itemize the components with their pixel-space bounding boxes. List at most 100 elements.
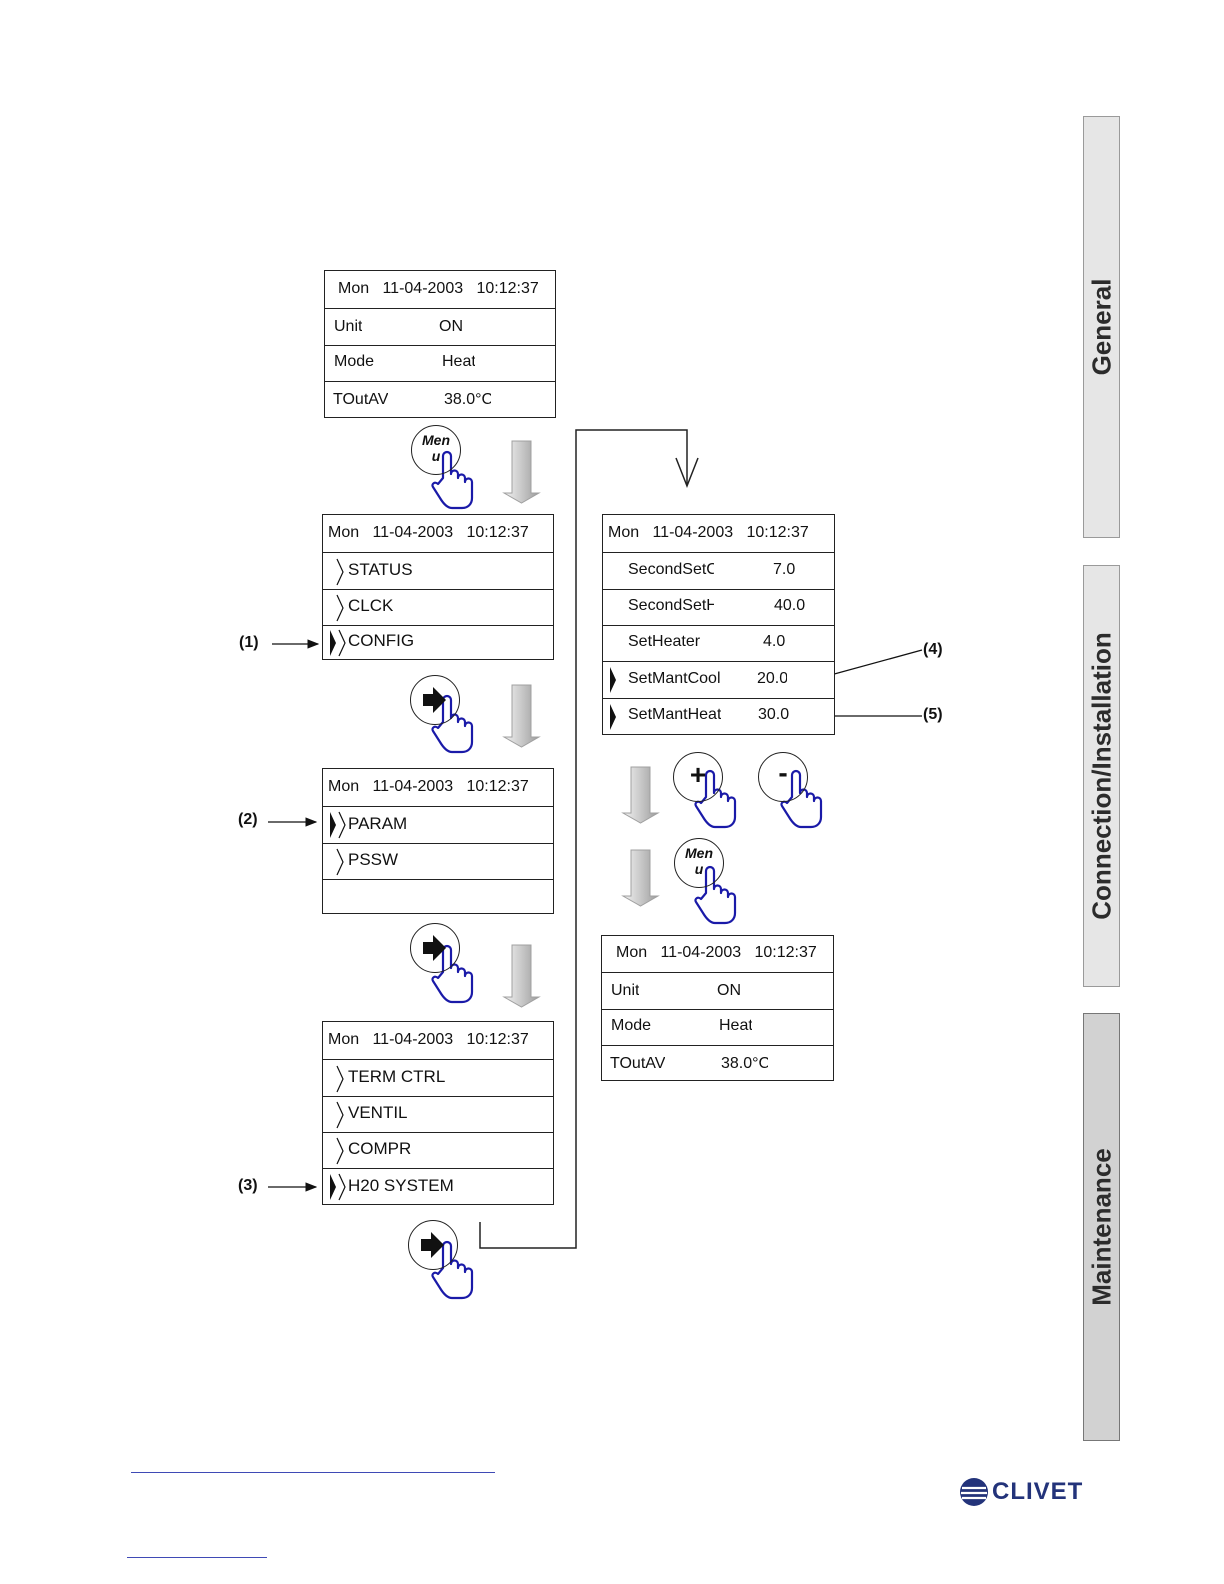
display-row: Mode Heat	[325, 345, 555, 382]
menu-item-label: VENTIL	[348, 1103, 408, 1122]
row-label: Mode	[334, 353, 375, 370]
flow-connector-arrowhead	[675, 457, 699, 489]
row-label: Unit	[334, 318, 363, 335]
brand-logo: CLIVET	[958, 1475, 1083, 1509]
menu-button-label-bottom: u	[694, 861, 704, 877]
param-row: SecondSetC 7.0	[603, 552, 834, 590]
display-header: Mon 11-04-2003 10:12:37	[323, 1022, 553, 1059]
menu-item-selected[interactable]: PARAM	[323, 806, 553, 844]
callout-2: (2)	[238, 811, 258, 828]
flow-connector-line	[479, 429, 688, 1249]
row-value: Heat	[442, 353, 475, 370]
display-header: Mon 11-04-2003 10:12:37	[602, 936, 833, 972]
menu-item[interactable]: PSSW	[323, 843, 553, 880]
menu-button-label-top: Men	[422, 432, 450, 448]
chevron-right-icon	[336, 848, 344, 876]
callout-1: (1)	[239, 634, 259, 651]
display-home-result: Mon 11-04-2003 10:12:37 Unit ON Mode Hea…	[601, 935, 834, 1081]
param-row: SetHeater 4.0	[603, 625, 834, 662]
tab-general[interactable]: General	[1083, 116, 1120, 538]
tab-connection-installation[interactable]: Connection/Installation	[1083, 565, 1120, 987]
row-value: 38.0°C	[444, 391, 491, 408]
datetime-text: Mon 11-04-2003 10:12:37	[608, 524, 809, 541]
row-value: 38.0°C	[721, 1055, 768, 1072]
row-label: TOutAV	[333, 391, 389, 408]
chevron-right-icon	[336, 594, 344, 622]
chevron-right-icon	[336, 558, 344, 586]
arrow-right-icon	[423, 687, 446, 713]
menu-item-label: TERM CTRL	[348, 1067, 446, 1086]
display-row: Unit ON	[325, 308, 555, 346]
tab-general-label: General	[1086, 278, 1116, 376]
row-label: Mode	[611, 1017, 652, 1034]
param-row: SecondSetH 40.0	[603, 589, 834, 626]
param-value: 30.0	[758, 706, 790, 723]
callout-3: (3)	[238, 1177, 258, 1194]
tab-maintenance-label: Maintenance	[1086, 1148, 1116, 1306]
menu-button[interactable]: Men u	[674, 838, 724, 888]
empty-row	[323, 879, 553, 915]
flow-down-arrow-2	[502, 684, 541, 748]
cursor-pointer-icon	[330, 811, 346, 839]
display-header: Mon 11-04-2003 10:12:37	[603, 515, 834, 552]
cursor-pointer-icon	[610, 704, 616, 730]
menu-item[interactable]: VENTIL	[323, 1096, 553, 1133]
tab-maintenance[interactable]: Maintenance	[1083, 1013, 1120, 1441]
menu-item[interactable]: STATUS	[323, 552, 553, 590]
param-label: SecondSetC	[628, 561, 714, 578]
arrow-right-icon	[423, 935, 446, 961]
arrow-right-button[interactable]	[408, 1220, 458, 1270]
arrow-right-button[interactable]	[410, 675, 460, 725]
menu-item-selected[interactable]: H20 SYSTEM	[323, 1168, 553, 1206]
menu-item[interactable]: TERM CTRL	[323, 1059, 553, 1097]
param-row-selected[interactable]: SetMantHeat 30.0	[603, 698, 834, 736]
callout-5: (5)	[923, 706, 943, 723]
arrow-right-button[interactable]	[410, 923, 460, 973]
cursor-pointer-icon	[330, 1173, 346, 1201]
display-h2o-system: Mon 11-04-2003 10:12:37 SecondSetC 7.0 S…	[602, 514, 835, 735]
display-row: Unit ON	[602, 972, 833, 1010]
param-label: SetMantCool	[628, 670, 721, 687]
tab-connection-label: Connection/Installation	[1086, 632, 1116, 920]
cursor-pointer-icon	[330, 629, 346, 657]
minus-button[interactable]: -	[758, 752, 808, 802]
datetime-text: Mon 11-04-2003 10:12:37	[616, 944, 817, 961]
menu-button[interactable]: Men u	[411, 425, 461, 475]
menu-item-label: PARAM	[348, 814, 408, 833]
flow-down-arrow-3	[502, 944, 541, 1008]
datetime-text: Mon 11-04-2003 10:12:37	[338, 280, 539, 297]
datetime-text: Mon 11-04-2003 10:12:37	[328, 1031, 529, 1048]
chevron-right-icon	[336, 1101, 344, 1129]
arrow-right-icon	[421, 1232, 444, 1258]
row-value: Heat	[719, 1017, 752, 1034]
plus-button[interactable]: +	[673, 752, 723, 802]
param-value: 4.0	[763, 633, 786, 650]
flow-down-arrow-4	[621, 766, 660, 824]
logo-text: CLIVET	[992, 1478, 1084, 1505]
display-main-menu: Mon 11-04-2003 10:12:37 STATUS CLCK CONF…	[322, 514, 554, 660]
menu-item-label: CONFIG	[348, 631, 415, 650]
param-label: SetHeater	[628, 633, 701, 650]
param-row-selected[interactable]: SetMantCool 20.0	[603, 661, 834, 699]
flow-down-arrow-1	[502, 440, 541, 504]
param-label: SecondSetH	[628, 597, 714, 614]
menu-item-selected[interactable]: CONFIG	[323, 625, 553, 661]
menu-item[interactable]: CLCK	[323, 589, 553, 626]
flow-down-arrow-5	[621, 849, 660, 907]
row-value: ON	[439, 318, 463, 335]
menu-item-label: H20 SYSTEM	[348, 1176, 454, 1195]
datetime-text: Mon 11-04-2003 10:12:37	[328, 778, 529, 795]
menu-button-label-top: Men	[685, 845, 713, 861]
param-value: 40.0	[774, 597, 806, 614]
display-header: Mon 11-04-2003 10:12:37	[323, 769, 553, 806]
cursor-pointer-icon	[610, 667, 616, 693]
display-header: Mon 11-04-2003 10:12:37	[325, 271, 555, 308]
display-row: TOutAV 38.0°C	[325, 381, 555, 419]
datetime-text: Mon 11-04-2003 10:12:37	[328, 524, 529, 541]
display-row: TOutAV 38.0°C	[602, 1045, 833, 1082]
callout-4: (4)	[923, 641, 943, 658]
menu-item-label: COMPR	[348, 1139, 411, 1158]
param-value: 7.0	[773, 561, 796, 578]
menu-item[interactable]: COMPR	[323, 1132, 553, 1169]
